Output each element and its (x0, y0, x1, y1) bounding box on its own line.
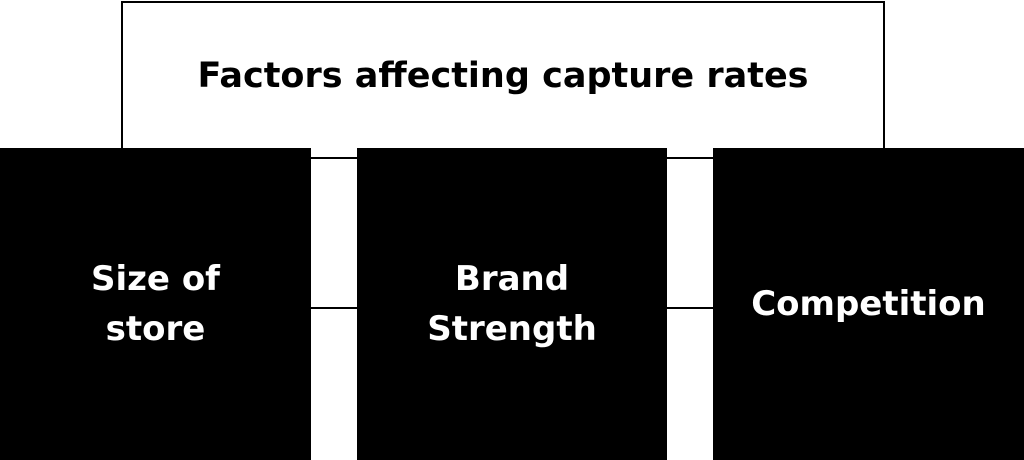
connector-line-2 (667, 307, 713, 309)
title-box: Factors affecting capture rates (121, 1, 885, 159)
connector-line-1 (311, 307, 357, 309)
diagram-title: Factors affecting capture rates (197, 56, 809, 96)
factor-label-brand-strength: Brand Strength (427, 259, 597, 349)
factor-label-size-of-store: Size of store (91, 259, 220, 349)
factor-box-competition: Competition (713, 148, 1024, 460)
factor-label-competition: Competition (751, 284, 986, 324)
factor-box-brand-strength: Brand Strength (357, 148, 667, 460)
factor-box-size-of-store: Size of store (0, 148, 311, 460)
